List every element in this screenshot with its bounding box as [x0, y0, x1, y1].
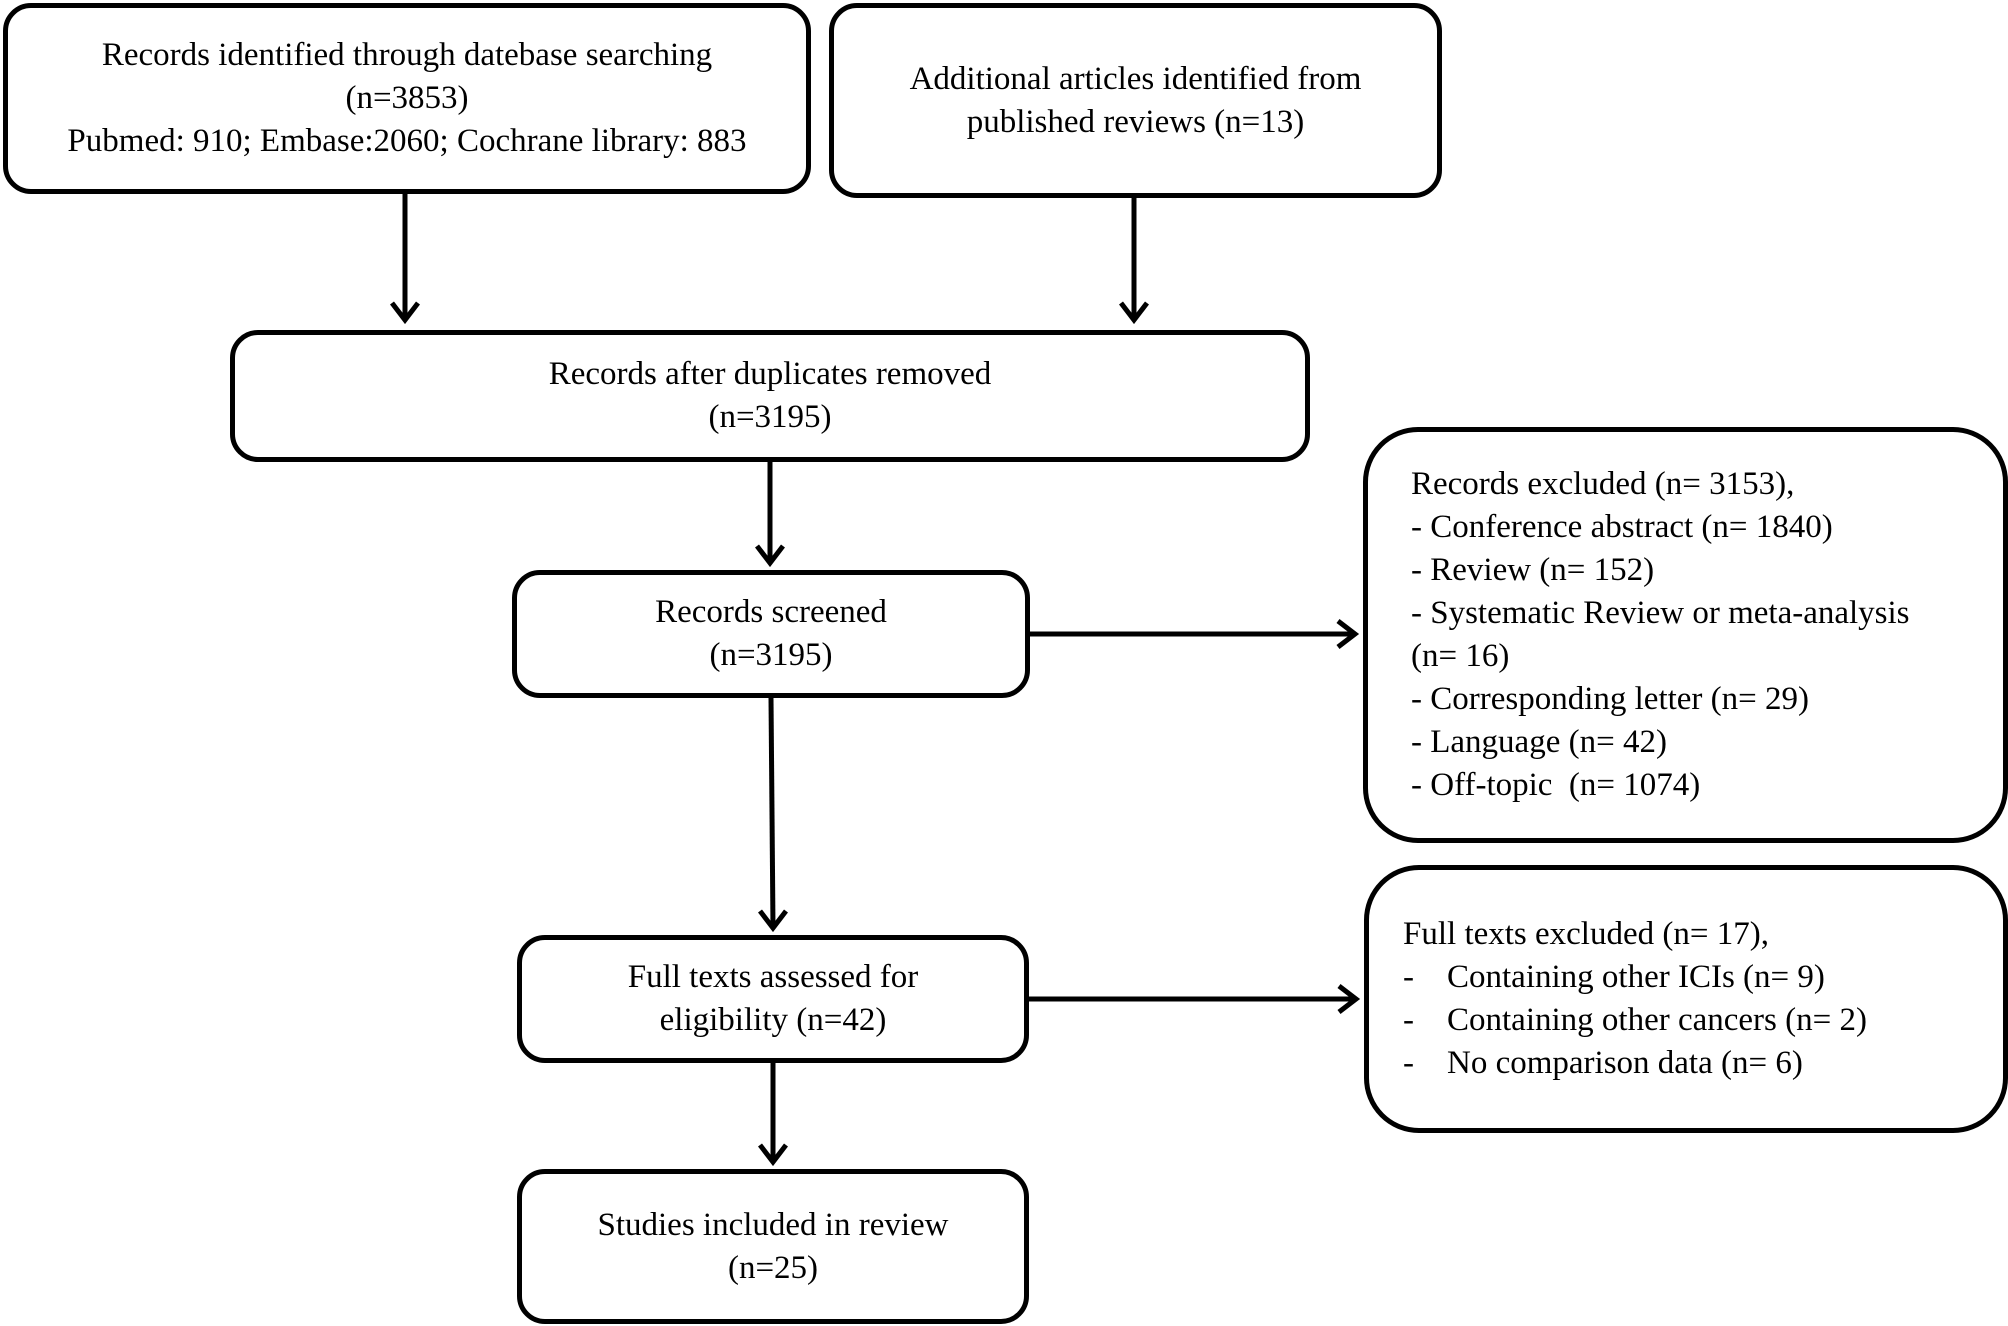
box-text-line: - Review (n= 152) [1411, 552, 1655, 588]
box-text-line: Studies included in review [597, 1206, 949, 1243]
box-text-line: eligibility (n=42) [659, 1002, 887, 1038]
records-after-duplicates-box: Records after duplicates removed (n=3195… [230, 330, 1310, 462]
box-text-line: (n= 16) [1411, 638, 1510, 674]
arrow-screened-to-fulltexts [758, 697, 788, 933]
box-text-line: (n=25) [727, 1249, 819, 1286]
additional-articles-box: Additional articles identified from publ… [829, 3, 1442, 198]
box-text-line: Full texts assessed for [627, 959, 919, 995]
box-text-line: Records after duplicates removed [548, 356, 992, 392]
box-text-line: - Language (n= 42) [1411, 724, 1667, 760]
full-texts-assessed-box: Full texts assessed for eligibility (n=4… [517, 935, 1029, 1063]
box-text-line: - Containing other ICIs (n= 9) [1403, 959, 1825, 995]
records-identified-box: Records identified through datebase sear… [3, 3, 811, 194]
box-text-line: - Off-topic (n= 1074) [1411, 767, 1701, 803]
box-text-line: (n=3195) [709, 637, 833, 673]
studies-included-box: Studies included in review (n=25) [517, 1169, 1029, 1324]
box-text-line: Pubmed: 910; Embase:2060; Cochrane libra… [67, 123, 747, 159]
box-text-line: (n=3853) [345, 80, 469, 116]
box-text-line: Records identified through datebase sear… [101, 37, 713, 73]
box-text-line: - Systematic Review or meta-analysis [1411, 595, 1910, 631]
arrow-additional-to-duplicates [1119, 198, 1149, 325]
arrow-duplicates-to-screened [755, 462, 785, 568]
records-screened-box: Records screened (n=3195) [512, 570, 1030, 698]
box-text-line: - Corresponding letter (n= 29) [1411, 681, 1810, 717]
full-texts-excluded-box: Full texts excluded (n= 17), - Containin… [1364, 865, 2008, 1133]
box-text-line: (n=3195) [708, 399, 832, 435]
arrow-identified-to-duplicates [390, 194, 420, 325]
arrow-fulltexts-to-excluded [1029, 984, 1361, 1014]
arrow-fulltexts-to-included [758, 1063, 788, 1167]
box-text-line: - Conference abstract (n= 1840) [1411, 509, 1833, 545]
arrow-screened-to-excluded [1030, 619, 1360, 649]
records-excluded-box: Records excluded (n= 3153), - Conference… [1363, 427, 2008, 843]
box-text-line: Records screened [655, 594, 887, 630]
box-text-line: - Containing other cancers (n= 2) [1403, 1002, 1867, 1038]
box-text-line: Records excluded (n= 3153), [1411, 466, 1795, 502]
box-text-line: Additional articles identified from [909, 60, 1362, 97]
box-text-line: published reviews (n=13) [966, 103, 1305, 140]
box-text-line: - No comparison data (n= 6) [1403, 1045, 1803, 1081]
box-text-line: Full texts excluded (n= 17), [1403, 916, 1769, 952]
